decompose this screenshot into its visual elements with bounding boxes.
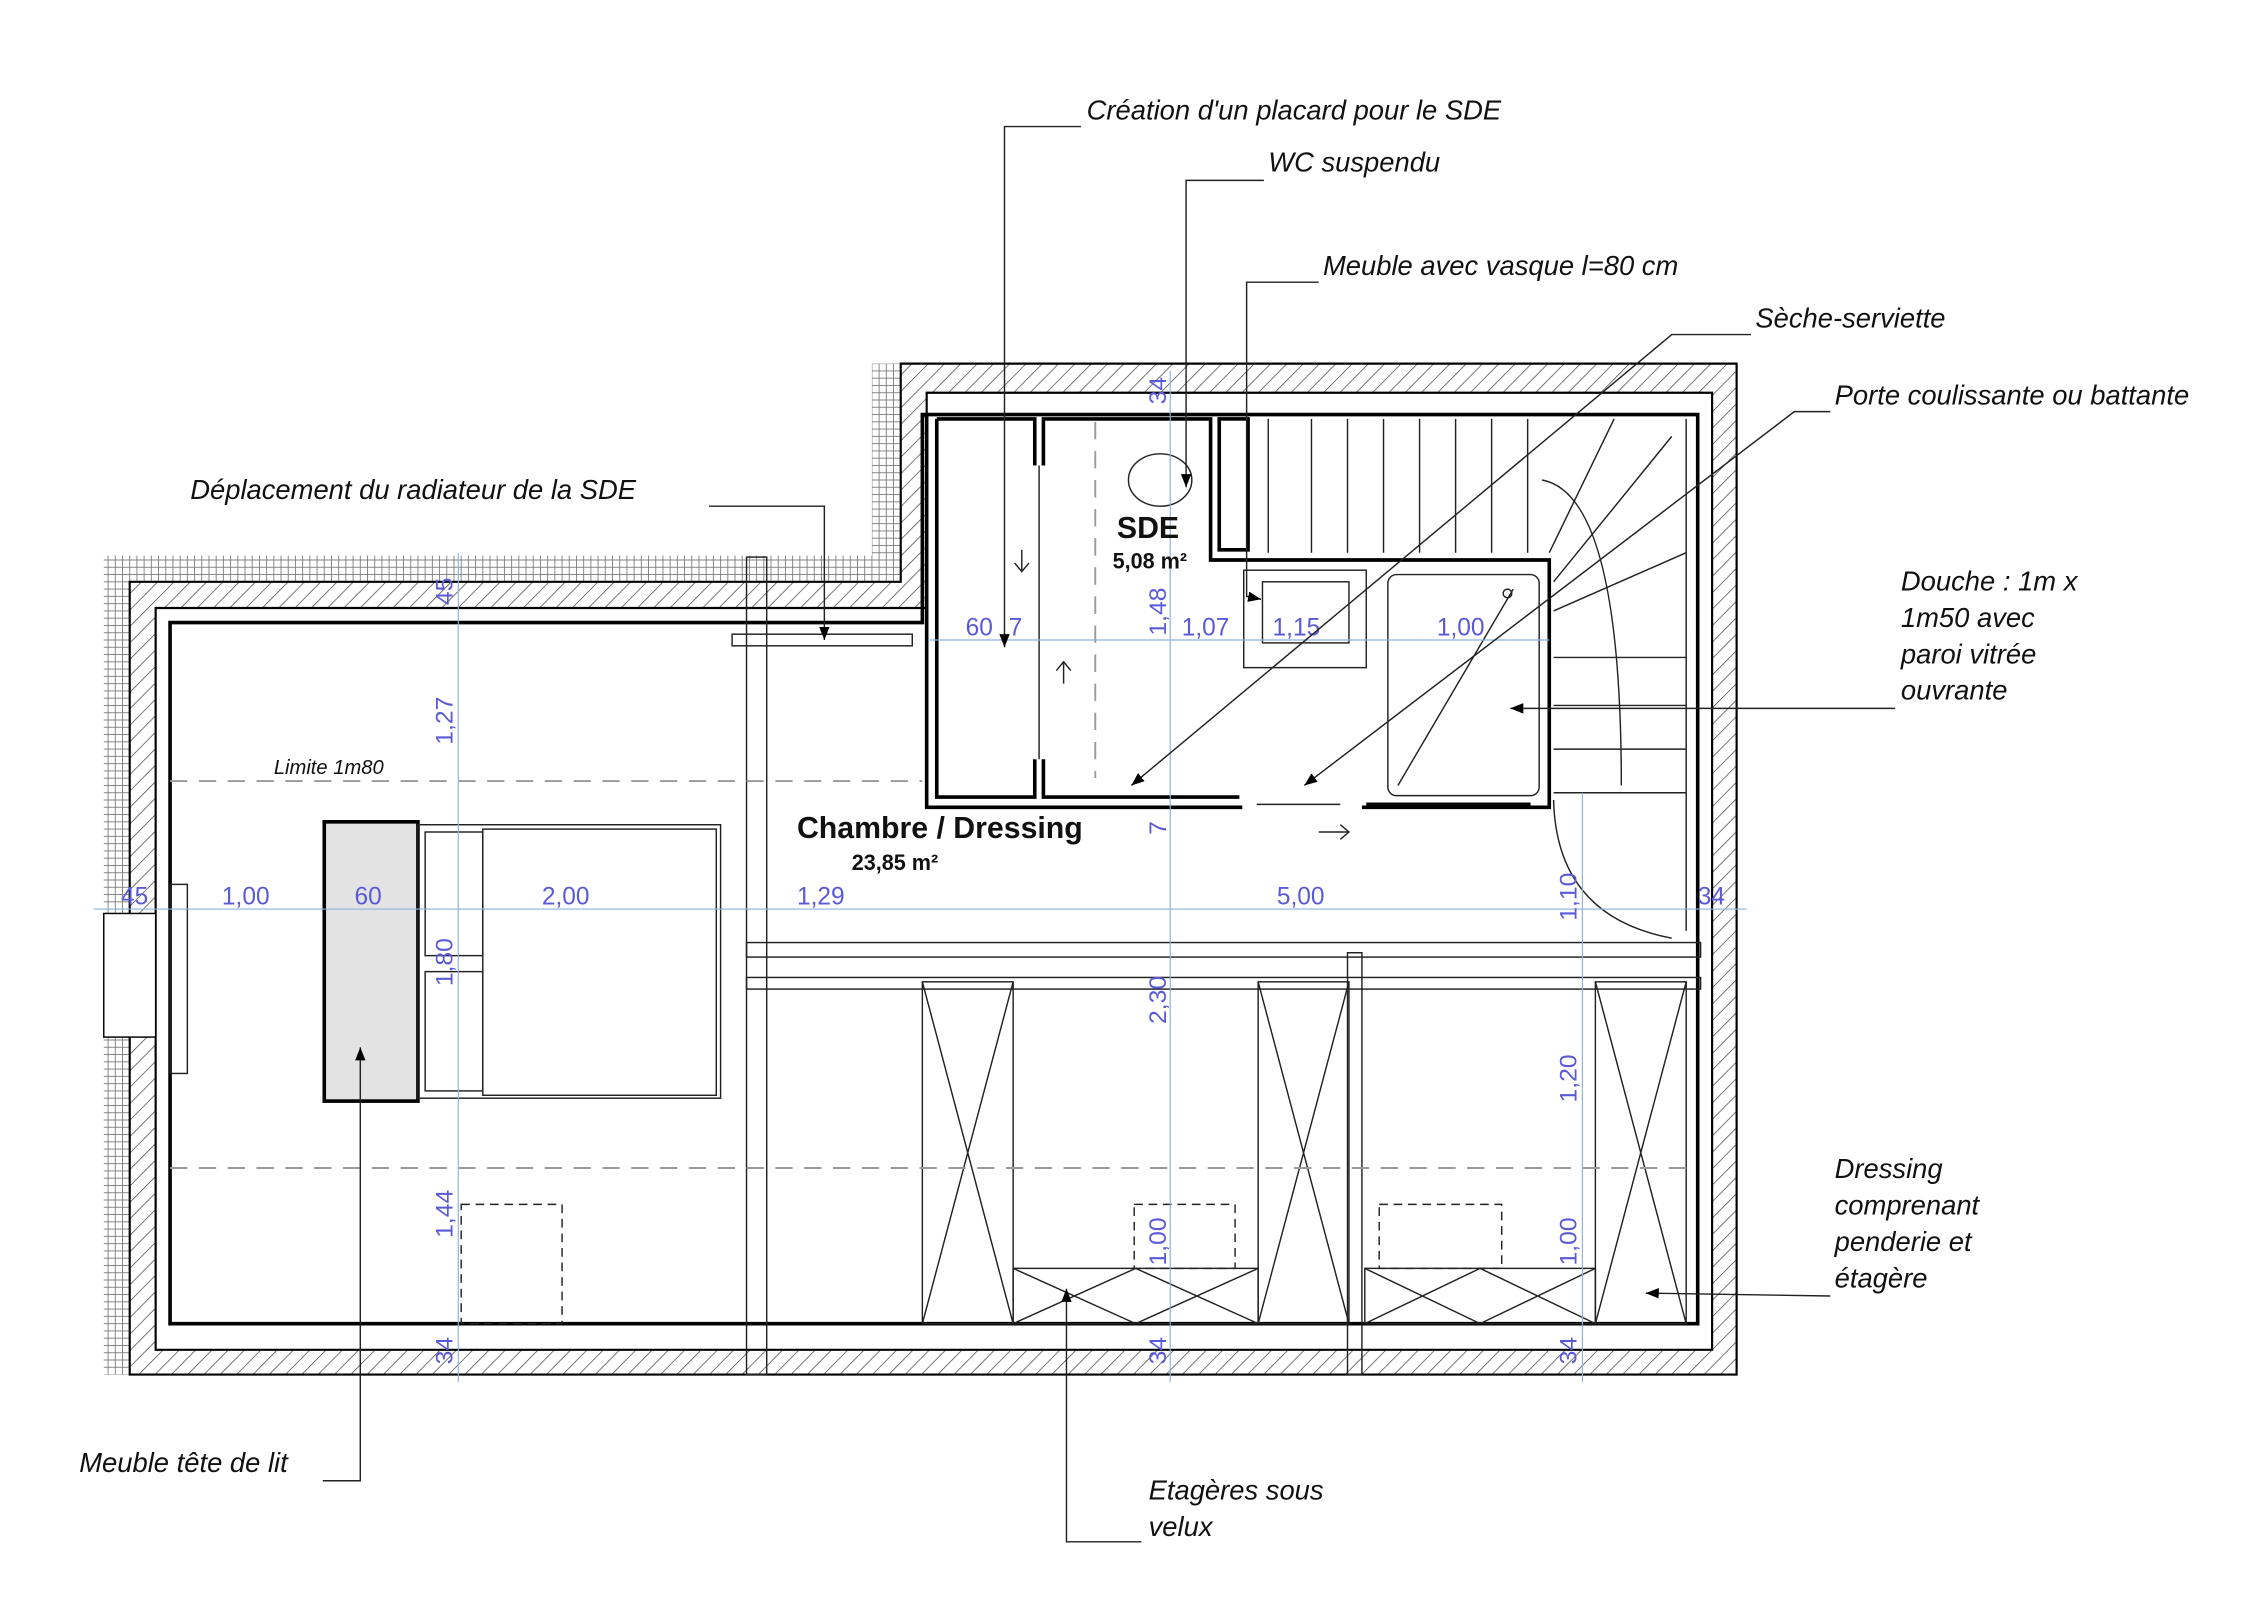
callout-douche: Douche : 1m x 1m50 avec paroi vitrée ouv…: [1510, 565, 2079, 714]
washbasin-icon: [1243, 569, 1367, 669]
svg-text:Dressing: Dressing: [1835, 1153, 1944, 1184]
dim-label: 2,30: [1145, 976, 1172, 1024]
door-arrow-up-icon: [1055, 660, 1072, 684]
wardrobes: [460, 981, 1687, 1325]
wc-icon: [1127, 453, 1193, 507]
svg-text:Déplacement du radiateur de la: Déplacement du radiateur de la SDE: [190, 474, 636, 505]
callout-vasque: Meuble avec vasque l=80 cm: [1245, 250, 1678, 602]
door-arrow-right-icon: [1318, 824, 1351, 840]
bed: [417, 824, 722, 1099]
dim-label: 7: [1009, 615, 1023, 642]
dim-label: 1,80: [432, 938, 459, 986]
dim-label: 7: [1145, 821, 1172, 835]
dim-label: 1,15: [1273, 615, 1321, 642]
dim-label: 1,00: [1556, 1217, 1583, 1265]
window-left: [103, 883, 189, 1075]
callout-wc: WC suspendu: [1180, 147, 1440, 488]
dim-label: 34: [1145, 377, 1172, 405]
dimension-labels-vertical: 45 1,27 1,80 1,44 34 34 1,48 7 2,30 1,00…: [432, 377, 1583, 1365]
room-area-sde: 5,08 m²: [1113, 549, 1187, 574]
dim-label: 45: [432, 578, 459, 606]
svg-text:Meuble avec vasque l=80 cm: Meuble avec vasque l=80 cm: [1323, 250, 1678, 281]
dimension-lines: [93, 370, 1747, 1382]
dim-label: 34: [1145, 1337, 1172, 1365]
callout-radiateur: Déplacement du radiateur de la SDE: [190, 474, 830, 640]
room-area-chambre: 23,85 m²: [852, 850, 938, 875]
staircase: [1267, 418, 1687, 939]
callout-seche-serviette: Sèche-serviette: [1130, 302, 1946, 787]
dimension-labels-horizontal: 45 1,00 60 2,00 1,29 5,00 34 60 7 1,07 1…: [121, 615, 1725, 911]
shower-icon: [1387, 573, 1540, 797]
dim-label: 1,29: [797, 884, 845, 911]
interior-wall-line: [168, 412, 1700, 1326]
svg-text:comprenant: comprenant: [1835, 1189, 1981, 1220]
dim-label: 5,00: [1277, 884, 1325, 911]
room-name-chambre: Chambre / Dressing: [797, 811, 1083, 845]
dim-label: 1,10: [1556, 873, 1583, 921]
dim-label: 1,44: [432, 1190, 459, 1238]
svg-text:WC suspendu: WC suspendu: [1268, 147, 1440, 178]
dim-label: 34: [1556, 1337, 1583, 1365]
dim-label: 1,00: [1145, 1217, 1172, 1265]
dim-label: 1,20: [1556, 1054, 1583, 1102]
dim-label: 34: [432, 1337, 459, 1365]
sde-walls: [924, 414, 1552, 840]
svg-text:ouvrante: ouvrante: [1901, 675, 2008, 706]
svg-text:1m50 avec: 1m50 avec: [1901, 602, 2035, 633]
callout-etageres: Etagères sous velux: [1061, 1288, 1324, 1543]
callout-porte: Porte coulissante ou battante: [1303, 379, 2190, 787]
svg-text:Porte coulissante ou battante: Porte coulissante ou battante: [1835, 379, 2190, 410]
dim-label: 60: [355, 884, 382, 911]
dim-label: 1,00: [222, 884, 270, 911]
exterior-insulation: [103, 363, 901, 1375]
svg-text:Meuble tête de lit: Meuble tête de lit: [79, 1447, 289, 1478]
dim-label: 1,00: [1437, 615, 1485, 642]
radiator: [731, 633, 913, 647]
limit-line-label: Limite 1m80: [274, 757, 385, 779]
svg-text:Etagères sous: Etagères sous: [1149, 1475, 1324, 1506]
svg-text:étagère: étagère: [1835, 1262, 1928, 1293]
svg-text:paroi vitrée: paroi vitrée: [1900, 638, 2036, 669]
headboard-furniture: [322, 820, 420, 1103]
callout-tete-de-lit: Meuble tête de lit: [79, 1047, 366, 1482]
door-arrow-down-icon: [1014, 549, 1030, 573]
svg-text:velux: velux: [1149, 1511, 1214, 1542]
dim-label: 1,48: [1145, 588, 1172, 636]
svg-text:penderie et: penderie et: [1834, 1226, 1973, 1257]
roof-beams: [745, 556, 1702, 1376]
callout-dressing: Dressing comprenant penderie et étagère: [1645, 1153, 1981, 1299]
svg-text:Douche : 1m x: Douche : 1m x: [1901, 565, 2079, 596]
svg-text:Sèche-serviette: Sèche-serviette: [1755, 302, 1945, 333]
dim-label: 1,27: [432, 697, 459, 745]
dim-label: 45: [121, 884, 148, 911]
dim-label: 34: [1698, 884, 1725, 911]
dim-label: 60: [966, 615, 993, 642]
dim-label: 2,00: [542, 884, 590, 911]
svg-text:Création d'un placard pour le: Création d'un placard pour le SDE: [1087, 94, 1502, 125]
callout-placard: Création d'un placard pour le SDE: [999, 94, 1502, 648]
room-name-sde: SDE: [1117, 511, 1179, 545]
dim-label: 1,07: [1182, 615, 1230, 642]
